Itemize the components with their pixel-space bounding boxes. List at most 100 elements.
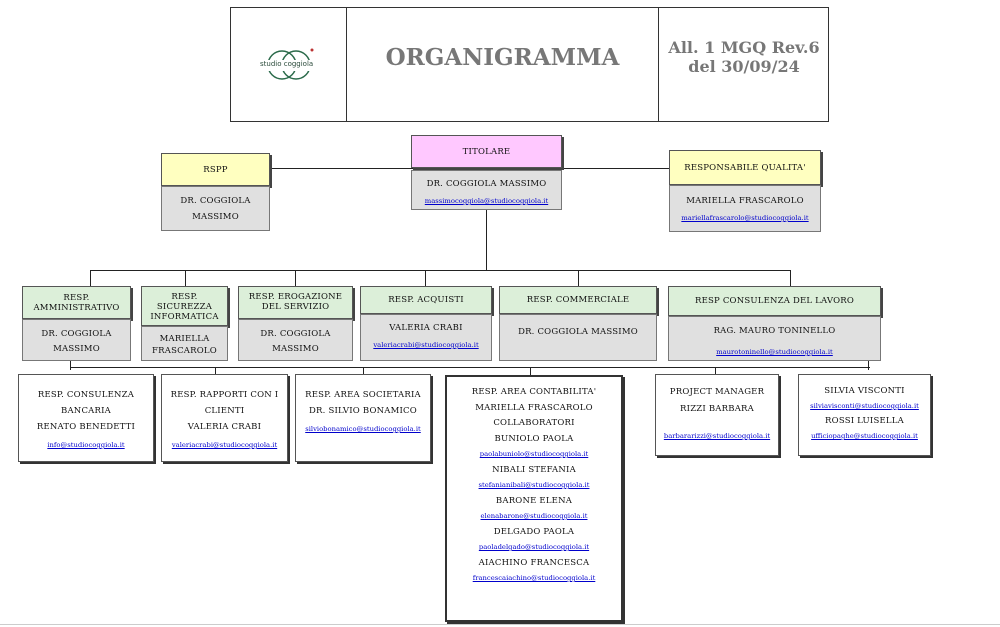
sub-clienti-role: RESP. RAPPORTI CON I CLIENTI xyxy=(170,390,279,416)
sub-paghe-email1[interactable]: silviavisconti@studiocoggiola.it xyxy=(810,402,919,410)
sub-societaria-role: RESP. AREA SOCIETARIA xyxy=(305,390,421,400)
connector-dept-6 xyxy=(790,270,791,286)
dept-amministrativo-name-line2: MASSIMO xyxy=(53,344,100,354)
dept-acquisti-email[interactable]: valeriacrabi@studiocoggiola.it xyxy=(373,341,479,349)
qualita-name: MARIELLA FRASCAROLO xyxy=(686,196,804,206)
connector-dept-2 xyxy=(185,270,186,286)
collaborator-email[interactable]: paolabuniolo@studiocoggiola.it xyxy=(479,450,589,458)
page-bottom-rule xyxy=(0,624,1000,625)
sub-contabilita-head-name: MARIELLA FRASCAROLO xyxy=(475,402,593,413)
doc-ref-line1: All. 1 MGQ Rev.6 xyxy=(668,38,820,57)
dept-commerciale-role-box: RESP. COMMERCIALE xyxy=(499,286,657,314)
dept-commerciale-name: DR. COGGIOLA MASSIMO xyxy=(518,327,638,337)
rspp-role: RSPP xyxy=(203,164,228,175)
dept-amministrativo-role-line2: AMMINISTRATIVO xyxy=(33,303,120,313)
dept-lavoro-name: RAG. MAURO TONINELLO xyxy=(713,326,836,336)
dept-erogazione-name-line1: DR. COGGIOLA xyxy=(260,329,331,339)
collaborator-email[interactable]: stefanianibali@studiocoggiola.it xyxy=(478,481,590,489)
sub-societaria-name: DR. SILVIO BONAMICO xyxy=(309,406,417,416)
sub-bancaria-email[interactable]: info@studiocoggiola.it xyxy=(47,441,125,449)
qualita-role: RESPONSABILE QUALITA' xyxy=(684,162,806,173)
dept-sicurezza-role-line3: INFORMATICA xyxy=(150,312,219,322)
sub-clienti-email[interactable]: valeriacrabi@studiocoggiola.it xyxy=(171,441,278,449)
dept-lavoro-role-box: RESP CONSULENZA DEL LAVORO xyxy=(668,286,881,316)
company-logo: studio coggiola xyxy=(250,40,330,95)
dept-commerciale-info-box: DR. COGGIOLA MASSIMO xyxy=(499,314,657,361)
sub-societaria-email[interactable]: silviobonamico@studiocoggiola.it xyxy=(305,425,421,433)
dept-erogazione-info-box: DR. COGGIOLA MASSIMO xyxy=(238,319,353,361)
sub-contabilita-role: RESP. AREA CONTABILITA' xyxy=(471,387,597,397)
collaborator-name: AIACHINO FRANCESCA xyxy=(478,557,590,568)
header-divider-2 xyxy=(658,7,659,122)
rspp-role-box: RSPP xyxy=(161,153,270,186)
sub-bancaria-box: RESP. CONSULENZA BANCARIA RENATO BENEDET… xyxy=(18,374,154,462)
sub-bancaria-name: RENATO BENEDETTI xyxy=(36,422,136,432)
sub-paghe-email2[interactable]: ufficiopaghe@studiocoggiola.it xyxy=(811,432,918,440)
sub-project-email[interactable]: barbararizzi@studiocoggiola.it xyxy=(663,432,771,440)
dept-sicurezza-role-line1: RESP. xyxy=(171,292,198,302)
collaborator-name: NIBALI STEFANIA xyxy=(492,464,576,475)
connector-sub-3 xyxy=(363,367,364,374)
titolare-email[interactable]: massimocoggiola@studiocoggiola.it xyxy=(424,197,549,205)
qualita-role-box: RESPONSABILE QUALITA' xyxy=(669,150,821,185)
rspp-name-line2: MASSIMO xyxy=(192,212,239,222)
logo-mark-icon xyxy=(258,48,322,80)
logo-text: studio coggiola xyxy=(260,60,314,68)
page-title: ORGANIGRAMMA xyxy=(347,7,658,107)
sub-project-name: RIZZI BARBARA xyxy=(680,404,754,414)
dept-commerciale-role: RESP. COMMERCIALE xyxy=(526,295,630,305)
dept-sicurezza-name-line1: MARIELLA xyxy=(159,334,210,344)
header-frame xyxy=(230,7,829,122)
dept-sicurezza-role-line2: SICUREZZA xyxy=(156,302,213,312)
collaborator-email[interactable]: francescaiachino@studiocoggiola.it xyxy=(472,574,596,582)
dept-acquisti-info-box: VALERIA CRABI valeriacrabi@studiocoggiol… xyxy=(360,314,492,361)
dept-erogazione-role-box: RESP. EROGAZIONE DEL SERVIZIO xyxy=(238,286,353,319)
sub-contabilita-collab-label: COLLABORATORI xyxy=(493,418,575,428)
sub-paghe-name2: ROSSI LUISELLA xyxy=(825,416,904,426)
dept-sicurezza-info-box: MARIELLA FRASCAROLO xyxy=(141,326,228,361)
rspp-name-line1: DR. COGGIOLA xyxy=(180,196,251,206)
collaborator-email[interactable]: paoladelgado@studiocoggiola.it xyxy=(478,543,590,551)
sub-paghe-box: SILVIA VISCONTI silviavisconti@studiocog… xyxy=(798,374,931,456)
titolare-name: DR. COGGIOLA MASSIMO xyxy=(426,179,547,189)
dept-amministrativo-info-box: DR. COGGIOLA MASSIMO xyxy=(22,319,131,361)
sub-clienti-box: RESP. RAPPORTI CON I CLIENTI VALERIA CRA… xyxy=(161,374,288,462)
qualita-info-box: MARIELLA FRASCAROLO mariellafrascarolo@s… xyxy=(669,185,821,232)
connector-sub-5 xyxy=(715,367,716,374)
dept-lavoro-email[interactable]: maurotoninello@studiocoggiola.it xyxy=(716,348,833,356)
titolare-role: TITOLARE xyxy=(462,146,511,157)
rspp-info-box: DR. COGGIOLA MASSIMO xyxy=(161,186,270,231)
qualita-email[interactable]: mariellafrascarolo@studiocoggiola.it xyxy=(681,214,809,222)
connector-dept-horizontal xyxy=(90,270,790,271)
sub-project-role: PROJECT MANAGER xyxy=(669,387,765,397)
connector-dept-3 xyxy=(295,270,296,286)
connector-top-horizontal xyxy=(270,168,670,169)
collaborator-name: BARONE ELENA xyxy=(495,495,573,506)
connector-dept-1 xyxy=(90,270,91,286)
dept-amministrativo-name-line1: DR. COGGIOLA xyxy=(41,329,112,339)
dept-erogazione-name-line2: MASSIMO xyxy=(272,344,319,354)
sub-project-box: PROJECT MANAGER RIZZI BARBARA barbarariz… xyxy=(655,374,779,456)
connector-dept-5 xyxy=(578,270,579,286)
sub-paghe-name1: SILVIA VISCONTI xyxy=(824,386,905,396)
dept-lavoro-info-box: RAG. MAURO TONINELLO maurotoninello@stud… xyxy=(668,316,881,361)
dept-acquisti-role-box: RESP. ACQUISTI xyxy=(360,286,492,314)
sub-bancaria-role: RESP. CONSULENZA BANCARIA xyxy=(37,390,135,416)
connector-sub-horizontal xyxy=(70,367,870,368)
dept-lavoro-role: RESP CONSULENZA DEL LAVORO xyxy=(694,296,855,306)
page-title-text: ORGANIGRAMMA xyxy=(385,43,620,71)
dept-acquisti-name: VALERIA CRABI xyxy=(389,323,463,333)
header-divider-1 xyxy=(346,7,347,122)
titolare-info-box: DR. COGGIOLA MASSIMO massimocoggiola@stu… xyxy=(411,170,562,210)
dept-sicurezza-role-box: RESP. SICUREZZA INFORMATICA xyxy=(141,286,228,326)
collaborator-email[interactable]: elenabarone@studiocoggiola.it xyxy=(480,512,588,520)
connector-sub-6 xyxy=(868,360,869,370)
connector-dept-4 xyxy=(425,270,426,286)
dept-amministrativo-role-box: RESP. AMMINISTRATIVO xyxy=(22,286,131,319)
dept-erogazione-role-line1: RESP. EROGAZIONE xyxy=(248,292,343,302)
titolare-role-box: TITOLARE xyxy=(411,135,562,168)
sub-contabilita-box: RESP. AREA CONTABILITA' MARIELLA FRASCAR… xyxy=(445,375,623,622)
connector-titolare-down xyxy=(486,210,487,270)
dept-sicurezza-name-line2: FRASCAROLO xyxy=(152,346,217,356)
dept-amministrativo-role-line1: RESP. xyxy=(63,293,90,303)
